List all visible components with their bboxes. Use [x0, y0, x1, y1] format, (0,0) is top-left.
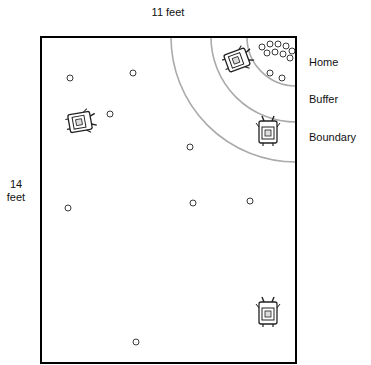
zone-label: Boundary	[309, 131, 356, 144]
ball	[275, 41, 281, 47]
ball	[65, 205, 71, 211]
ball	[280, 51, 286, 57]
ball	[289, 48, 295, 54]
ball	[130, 70, 136, 76]
ball	[283, 43, 289, 49]
ball	[287, 55, 293, 61]
ball	[190, 200, 196, 206]
ball	[267, 41, 273, 47]
dimension-label: 11 feet	[152, 6, 185, 19]
zone-label: Home	[309, 56, 338, 69]
ball	[259, 44, 265, 50]
ball	[107, 111, 113, 117]
ball	[67, 75, 73, 81]
ball	[264, 50, 270, 56]
arena-wall	[41, 37, 296, 363]
zone-label: Buffer	[309, 93, 338, 106]
ball	[267, 70, 273, 76]
ball	[279, 75, 285, 81]
zone-arcs	[171, 37, 296, 162]
ball	[247, 198, 253, 204]
robots	[64, 43, 280, 327]
ball	[187, 144, 193, 150]
ball	[133, 339, 139, 345]
dimension-label: 14 feet	[3, 178, 29, 204]
ball	[272, 49, 278, 55]
balls	[65, 41, 295, 345]
